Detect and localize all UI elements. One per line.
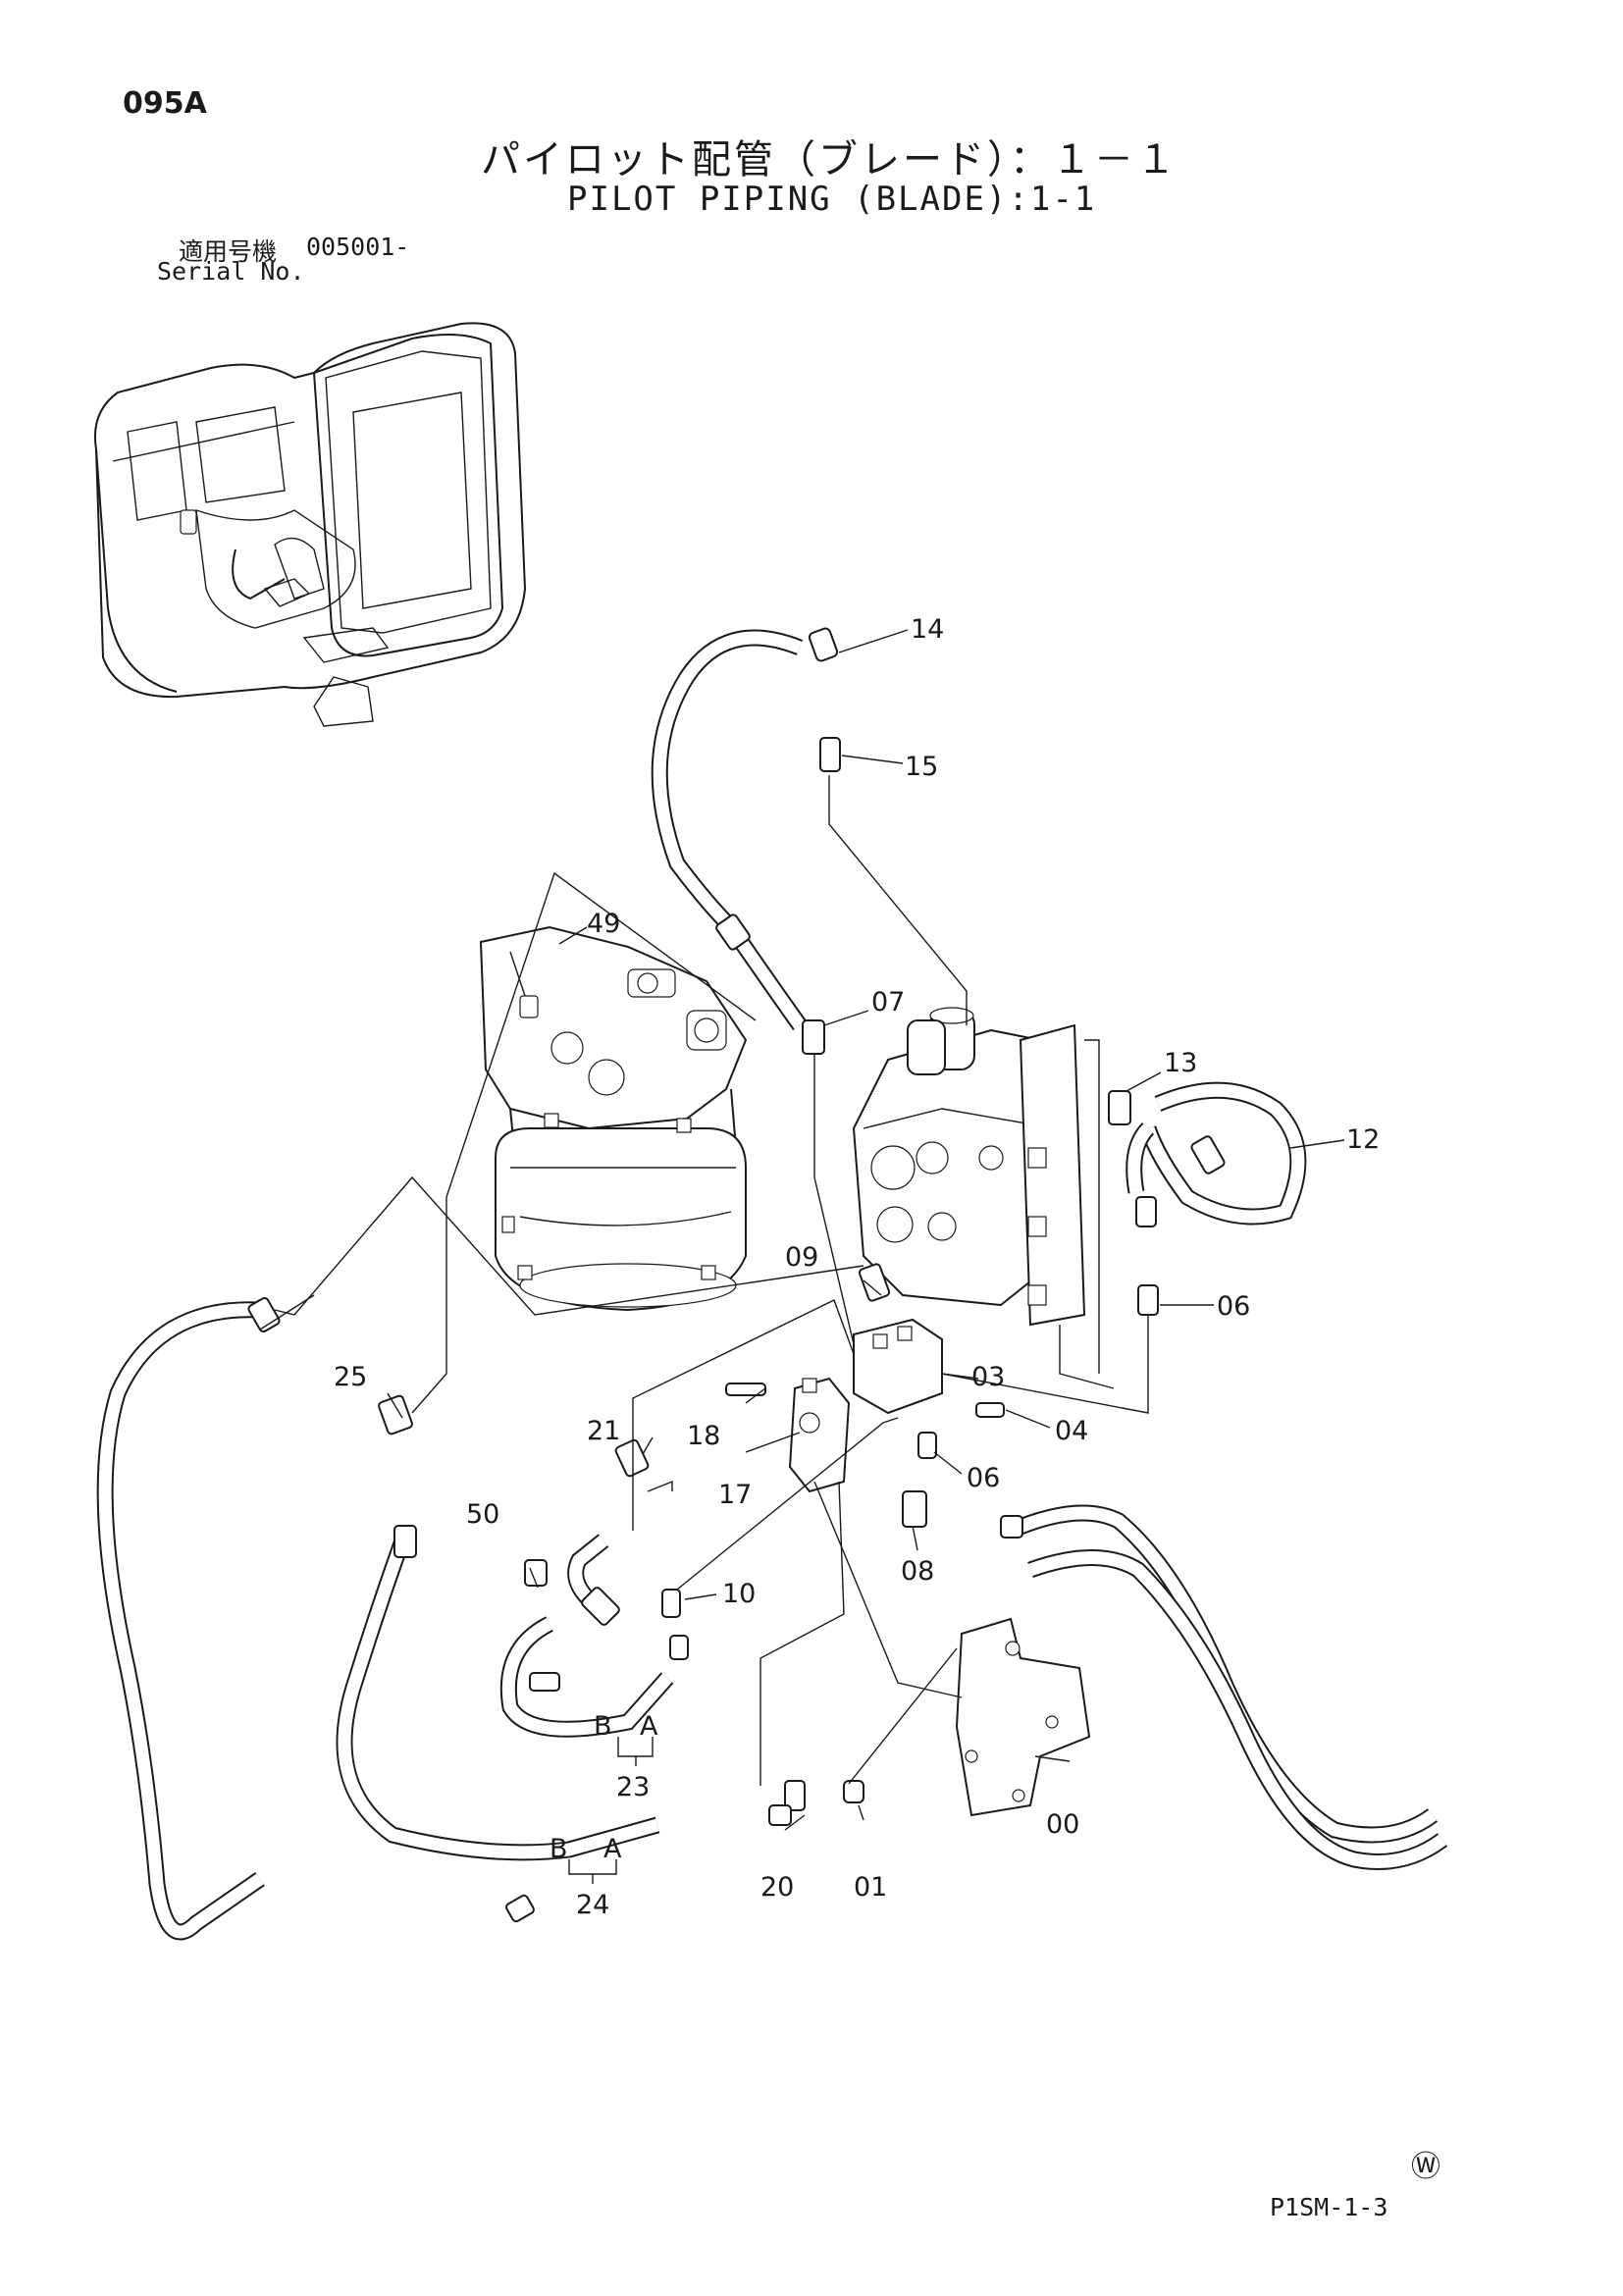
leader-lines <box>259 629 1345 1884</box>
callout-01: 01 <box>854 1872 887 1903</box>
callout-06: 06 <box>1217 1291 1250 1322</box>
control-valve-illustration <box>852 1007 1100 1374</box>
callout-09: 09 <box>785 1242 818 1273</box>
page-title-japanese: パイロット配管（ブレード）：１－１ <box>481 137 1178 183</box>
document-code: P1SM-1-3 <box>1270 2193 1388 2221</box>
callout-23: 23 <box>616 1772 650 1802</box>
callout-labels: 14 15 49 07 13 12 09 06 03 04 06 25 18 2… <box>334 614 1380 1920</box>
callout-14: 14 <box>911 614 944 645</box>
callout-18: 18 <box>687 1421 720 1451</box>
callout-08: 08 <box>901 1556 934 1587</box>
callout-20: 20 <box>760 1872 794 1903</box>
callout-04: 04 <box>1055 1416 1088 1446</box>
bracket-illustration <box>955 1617 1091 1817</box>
page-title-english: PILOT PIPING (BLADE):1-1 <box>567 180 1097 219</box>
callout-17: 17 <box>718 1480 752 1510</box>
hoses <box>96 629 1448 1941</box>
callout-24-b: B <box>550 1834 568 1864</box>
callout-24-a: A <box>603 1834 622 1864</box>
callout-23-b: B <box>594 1711 612 1742</box>
serial-label-japanese: 適用号機 <box>179 237 278 266</box>
serial-label-english: Serial No. <box>157 257 305 286</box>
callout-25: 25 <box>334 1362 367 1392</box>
callout-24: 24 <box>576 1890 609 1920</box>
callout-15: 15 <box>905 752 938 782</box>
callout-03: 03 <box>971 1362 1005 1392</box>
callout-23-a: A <box>640 1711 658 1742</box>
callout-21: 21 <box>587 1416 620 1446</box>
manifold-block-illustration <box>788 1318 943 1493</box>
machine-overview-illustration <box>94 322 527 727</box>
callout-50: 50 <box>466 1499 499 1530</box>
circled-w-mark: Ⓦ <box>1411 2150 1440 2184</box>
fittings <box>247 627 1226 1923</box>
callout-13: 13 <box>1164 1048 1197 1078</box>
callout-06-lower: 06 <box>967 1463 1000 1493</box>
callout-10: 10 <box>722 1579 756 1609</box>
callout-49: 49 <box>587 909 620 939</box>
swing-motor-illustration <box>479 925 748 1312</box>
callout-12: 12 <box>1346 1124 1380 1155</box>
callout-00: 00 <box>1046 1809 1079 1840</box>
serial-number-value: 005001- <box>306 233 410 261</box>
callout-07: 07 <box>871 987 905 1018</box>
page-code: 095A <box>123 86 207 121</box>
